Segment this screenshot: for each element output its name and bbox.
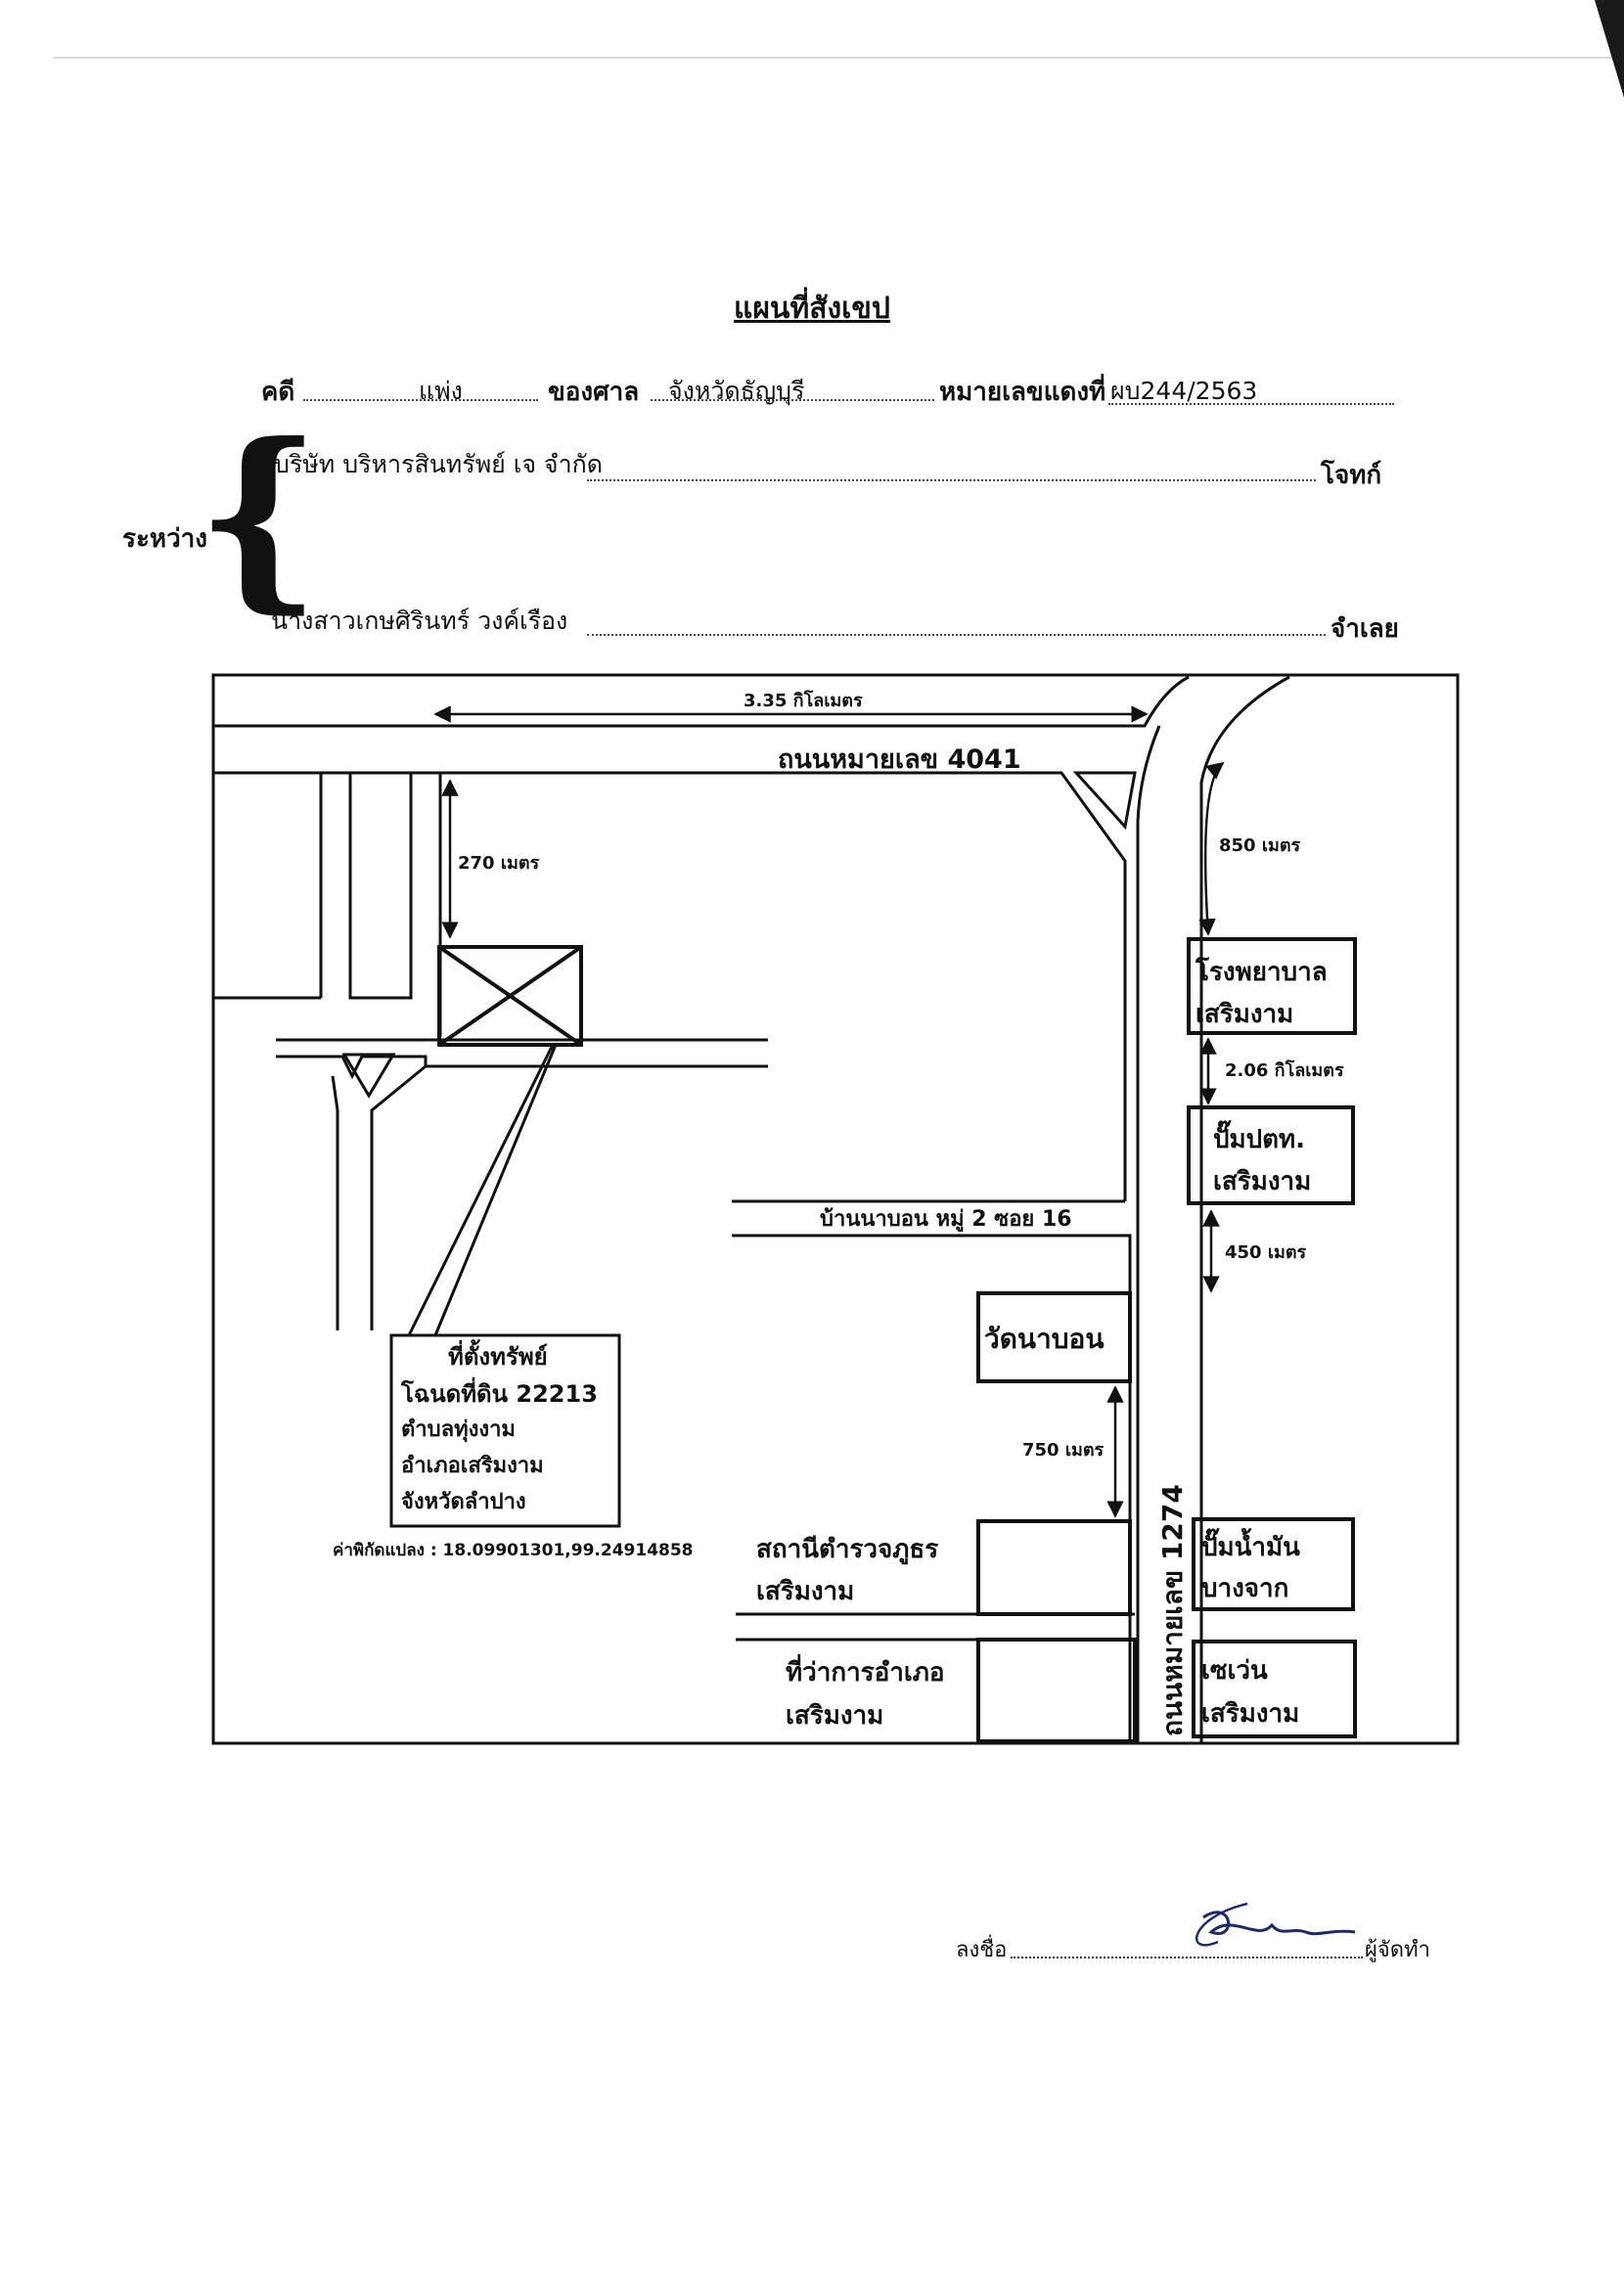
label-206km: 2.06 กิโลเมตร (1225, 1059, 1344, 1081)
gas-station-box (1192, 1517, 1355, 1611)
label-gas-2: บางจาก (1201, 1574, 1288, 1603)
case-dotted-line (303, 399, 538, 401)
label-270m: 270 เมตร (458, 853, 540, 874)
temple-box (976, 1291, 1132, 1383)
label-property-4: อำเภอเสริมงาม (401, 1454, 544, 1478)
label-property-2: โฉนดที่ดิน 22213 (400, 1376, 598, 1408)
label-road-1274: ถนนหมายเลข 1274 (1156, 1484, 1189, 1736)
label-335km: 3.35 กิโลเมตร (744, 690, 863, 711)
ptt-box (1187, 1105, 1355, 1205)
parties-brace: { (196, 401, 322, 631)
maker-label: ผู้จัดทำ (1365, 1938, 1430, 1962)
defendant-name: นางสาวเกษศิรินทร์ วงค์เรือง (271, 607, 568, 635)
red-number: ผบ244/2563 (1110, 377, 1258, 405)
label-hospital-1: โรงพยาบาล (1195, 956, 1328, 987)
map-frame (211, 673, 1460, 1745)
sign-label: ลงชื่อ (956, 1938, 1008, 1962)
document-title: แผนที่สังเขป (734, 292, 890, 326)
label-gas-1: ปั๊มน้ำมัน (1201, 1527, 1300, 1562)
label-coordinates: ค่าพิกัดแปลง : 18.09901301,99.24914858 (333, 1541, 694, 1560)
scan-edge-line (54, 57, 1619, 59)
label-district-office-2: เสริมงาม (786, 1701, 883, 1731)
court-label: ของศาล (548, 378, 640, 407)
signature-dotted-line (1011, 1957, 1363, 1958)
court-dotted-line (651, 399, 934, 401)
label-property-5: จังหวัดลำปาง (401, 1490, 526, 1514)
label-ptt-2: เสริมงาม (1213, 1167, 1311, 1196)
label-450m: 450 เมตร (1225, 1242, 1307, 1263)
signature-flourish (1195, 1902, 1248, 1947)
between-label: ระหว่าง (122, 524, 207, 554)
label-850m: 850 เมตร (1219, 835, 1301, 856)
label-seven-1: เซเว่น (1201, 1656, 1268, 1686)
road-1274-left-edge (1136, 725, 1161, 1743)
district-office-box (976, 1638, 1137, 1743)
property-x-mark (437, 945, 583, 1047)
plaintiff-name: บริษัท บริหารสินทรัพย์ เจ จำกัด (274, 450, 603, 478)
seven-eleven-box (1192, 1640, 1357, 1738)
junction-triangle-left (341, 1053, 396, 1099)
label-hospital-2: เสริมงาม (1195, 1000, 1293, 1029)
hospital-box (1187, 937, 1357, 1035)
road-4041-bottom-edge (213, 771, 1127, 1201)
red-number-label: หมายเลขแดงที่ (939, 378, 1106, 407)
plaintiff-role: โจทก์ (1321, 461, 1382, 490)
label-property-3: ตำบลทุ่งงาม (401, 1418, 516, 1443)
label-750m: 750 เมตร (1022, 1440, 1105, 1461)
label-property-1: ที่ตั้งทรัพย์ (448, 1338, 548, 1371)
junction-triangle-right (1072, 771, 1137, 831)
road-4041-top-edge (213, 675, 1190, 728)
property-leader (407, 1044, 558, 1336)
police-box (976, 1519, 1132, 1616)
defendant-dotted-line (587, 634, 1326, 636)
scan-corner-shadow (1595, 0, 1624, 98)
label-ptt-1: ปั๊มปตท. (1213, 1120, 1305, 1154)
label-soi-16: บ้านนาบอน หมู่ 2 ซอย 16 (820, 1207, 1072, 1233)
label-temple: วัดนาบอน (984, 1323, 1105, 1355)
label-seven-2: เสริมงาม (1201, 1699, 1299, 1729)
red-number-dotted-line (1108, 403, 1394, 405)
label-road-4041: ถนนหมายเลข 4041 (778, 744, 1021, 775)
property-label-box (389, 1333, 621, 1528)
court-name: จังหวัดธัญบุรี (668, 377, 805, 405)
label-police-1: สถานีตำรวจภูธร (756, 1535, 938, 1565)
branch-road-right (370, 1064, 427, 1330)
branch-road-left (331, 1075, 339, 1330)
arrow-850m (1198, 761, 1225, 936)
defendant-role: จำเลย (1331, 614, 1399, 644)
case-type: แพ่ง (419, 377, 463, 405)
left-soi-2 (348, 771, 413, 1000)
signature-scribble (1202, 1911, 1356, 1936)
label-district-office-1: ที่ว่าการอำเภอ (786, 1653, 945, 1688)
plaintiff-dotted-line (587, 479, 1316, 481)
label-police-2: เสริมงาม (756, 1577, 854, 1606)
property-box (437, 945, 583, 1047)
case-label: คดี (261, 378, 295, 407)
